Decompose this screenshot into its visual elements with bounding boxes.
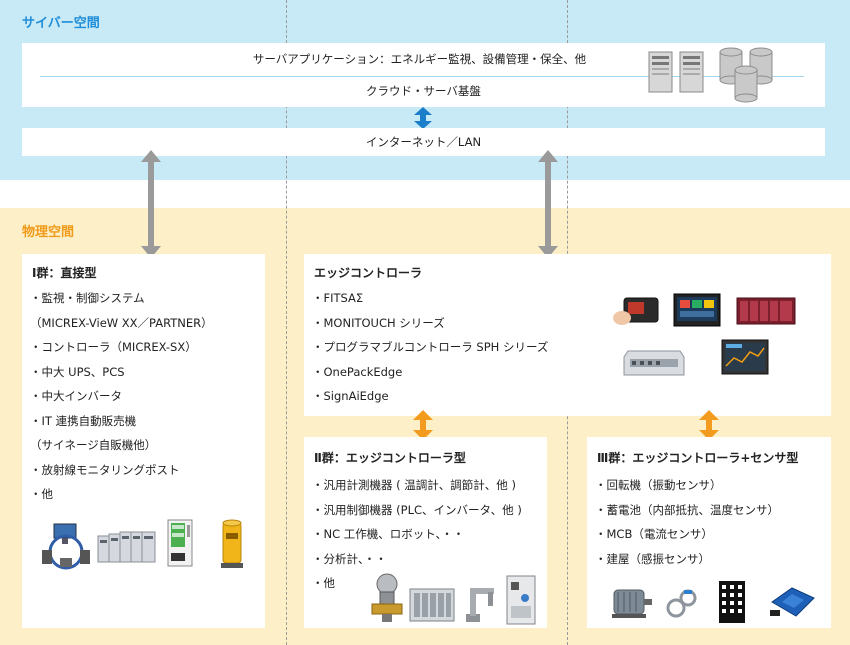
list-item: ・放射線モニタリングポスト <box>30 462 180 477</box>
ups-rack-icon <box>97 531 156 563</box>
list-item: ・中大インバータ <box>30 389 122 403</box>
network-box: インターネット／LAN <box>22 128 825 156</box>
list-item: ・他 <box>30 487 53 501</box>
list-item: ・IT 連携自動販売機 <box>30 413 137 428</box>
column-divider-left <box>286 0 287 645</box>
vending-machine-icon <box>167 519 193 567</box>
motor-icon <box>612 589 652 618</box>
vibration-sensor-icon <box>770 587 815 617</box>
touch-panel-icon <box>673 293 721 327</box>
edge-box-icon <box>623 350 685 376</box>
edge-controller-panel: エッジコントローラ ・FITSAΣ ・MONITOUCH シリーズ・プログラマブル… <box>304 254 831 416</box>
database-icon <box>719 47 773 103</box>
list-item: ・汎用制御機器 (PLC、インバータ、他 ) <box>312 502 522 517</box>
group2-list: ・汎用計測機器 ( 温調計、調節計、他 ) ・汎用制御機器 (PLC、インバータ、… <box>312 473 522 596</box>
server-cloud-separator <box>40 76 804 77</box>
physical-space-title: 物理空間 <box>22 225 75 240</box>
edge-controller-list: ・FITSAΣ ・MONITOUCH シリーズ・プログラマブルコントローラ SPH… <box>312 286 548 409</box>
list-item: ・回転機（振動センサ） <box>595 478 722 492</box>
cloud-platform-label: クラウド・サーバ基盤 <box>366 84 481 98</box>
transmitter-icon <box>371 573 403 622</box>
list-item: ・建屋（感振センサ） <box>595 551 710 566</box>
group1-panel: Ⅰ群：直接型 ・監視・制御システム （MICREX-VieW XX／PARTNER… <box>22 254 265 628</box>
plc-module-icon <box>409 588 455 622</box>
list-item: ・プログラマブルコントローラ SPH シリーズ <box>312 340 549 354</box>
cyber-space-title: サイバー空間 <box>22 16 100 31</box>
analyzer-cabinet-icon <box>506 575 536 625</box>
orange-double-arrow-center <box>413 410 433 440</box>
group3-list: ・回転機（振動センサ） ・蓄電池（内部抵抗、温度センサ） ・MCB（電流センサ） ・建… <box>595 473 779 571</box>
plc-icon <box>736 297 796 325</box>
gray-double-arrow-right <box>538 150 558 258</box>
list-item: ・コントローラ（MICREX-SX） <box>30 340 197 354</box>
control-system-icon <box>42 523 90 570</box>
list-item: ・SignAiEdge <box>312 389 389 403</box>
list-item: （MICREX-VieW XX／PARTNER） <box>30 315 213 330</box>
network-label: インターネット／LAN <box>365 135 482 149</box>
monitor-screen-icon <box>721 339 769 375</box>
server-icon <box>648 51 704 93</box>
list-item: ・汎用計測機器 ( 温調計、調節計、他 ) <box>312 478 516 492</box>
list-item: ・OnePackEdge <box>312 364 403 379</box>
monitoring-post-icon <box>221 519 243 568</box>
building-icon <box>719 581 745 623</box>
list-item: ・中大 UPS、PCS <box>30 364 125 379</box>
list-item: ・分析計、・・ <box>312 551 387 566</box>
edge-device-icon <box>613 297 659 325</box>
robot-arm-icon <box>466 588 494 622</box>
list-item: ・監視・制御システム <box>30 291 145 305</box>
list-item: ・NC 工作機、ロボット、・・ <box>312 527 465 541</box>
group1-title: Ⅰ群：直接型 <box>32 266 97 280</box>
battery-sensor-icon <box>666 589 697 618</box>
edge-controller-title: エッジコントローラ <box>314 266 423 280</box>
list-item: ・MCB（電流センサ） <box>595 527 713 541</box>
gray-double-arrow-left <box>141 150 161 258</box>
list-item: （サイネージ自販機他） <box>30 438 157 452</box>
group1-list: ・監視・制御システム （MICREX-VieW XX／PARTNER） ・コントロー… <box>30 286 213 507</box>
orange-double-arrow-right <box>699 410 719 440</box>
group2-title: Ⅱ群：エッジコントローラ型 <box>314 451 466 465</box>
list-item: ・MONITOUCH シリーズ <box>312 315 445 330</box>
list-item: ・蓄電池（内部抵抗、温度センサ） <box>595 502 779 517</box>
blue-double-arrow <box>414 107 432 129</box>
list-item: ・FITSAΣ <box>312 291 364 305</box>
group3-title: Ⅲ群：エッジコントローラ+センサ型 <box>597 451 799 465</box>
list-item: ・他 <box>312 576 335 590</box>
server-application-label: サーバアプリケーション：エネルギー監視、設備管理・保全、他 <box>252 52 587 66</box>
